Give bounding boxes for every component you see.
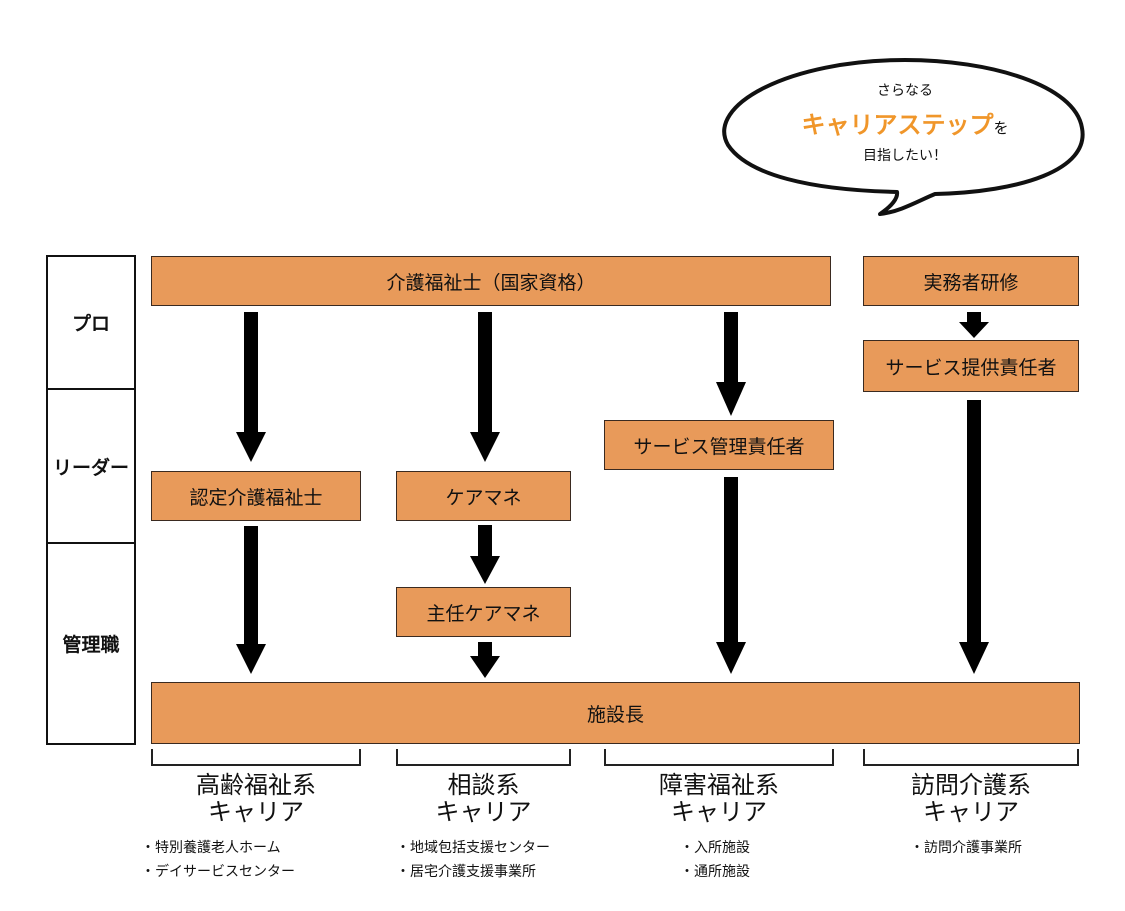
bracket-sodan: [396, 749, 571, 766]
facility-item: ・デイサービスセンター: [141, 864, 295, 880]
speech-bubble: [722, 58, 1085, 216]
career-suffix: キャリア: [923, 798, 1019, 826]
career-shogaifukushi: 障害福祉系 キャリア: [604, 772, 834, 826]
career-koreifukushi: 高齢福祉系 キャリア: [151, 772, 361, 826]
career-name: 高齢福祉系: [196, 771, 316, 799]
facility-item: ・通所施設: [680, 864, 750, 880]
arrow-jitsumusha-to-serviceteikyo: [959, 312, 989, 338]
career-houmonkaigo: 訪問介護系 キャリア: [863, 772, 1079, 826]
facility-item: ・居宅介護支援事業所: [396, 864, 536, 880]
career-suffix: キャリア: [435, 798, 532, 826]
level-label-leader: リーダー: [52, 456, 129, 479]
bubble-line2: キャリアステップを: [740, 105, 1070, 140]
box-service-teikyo: サービス提供責任者: [863, 340, 1079, 392]
arrow-kaigo-to-caremane: [470, 312, 500, 462]
box-shisetsucho: 施設長: [151, 682, 1080, 744]
career-sodan: 相談系 キャリア: [396, 772, 571, 826]
facilities-sodan: ・地域包括支援センター ・居宅介護支援事業所: [396, 836, 550, 884]
facilities-koreifukushi: ・特別養護老人ホーム ・デイサービスセンター: [141, 836, 295, 884]
box-kaigo-fukushishi: 介護福祉士（国家資格）: [151, 256, 831, 306]
arrow-kaigo-to-nintei: [236, 312, 266, 462]
bubble-highlight: キャリアステップ: [801, 111, 994, 139]
bracket-shogaifukushi: [604, 749, 834, 766]
facilities-houmonkaigo: ・訪問介護事業所: [910, 836, 1022, 860]
bubble-suffix: を: [993, 119, 1009, 137]
bubble-line3: 目指したい！: [863, 148, 947, 164]
career-suffix: キャリア: [671, 798, 767, 826]
facility-item: ・特別養護老人ホーム: [141, 840, 281, 856]
level-column: [46, 255, 136, 745]
arrow-caremane-to-shunin: [470, 525, 500, 584]
box-nintei-kaigo: 認定介護福祉士: [151, 471, 361, 521]
arrow-serviceteikyo-to-shisetsucho: [959, 400, 989, 674]
arrow-nintei-to-shisetsucho: [236, 526, 266, 674]
facility-item: ・地域包括支援センター: [396, 840, 550, 856]
box-service-kanri: サービス管理責任者: [604, 420, 834, 470]
arrow-shunin-to-shisetsucho: [470, 642, 500, 678]
level-label-manager: 管理職: [62, 634, 120, 656]
bracket-houmonkaigo: [863, 749, 1079, 766]
box-shunin-care-mane: 主任ケアマネ: [396, 587, 571, 637]
facilities-shogaifukushi: ・入所施設 ・通所施設: [680, 836, 750, 884]
facility-item: ・訪問介護事業所: [910, 840, 1022, 856]
career-name: 相談系: [447, 771, 520, 799]
bracket-koreifukushi: [151, 749, 361, 766]
box-jitsumusha-kenshu: 実務者研修: [863, 256, 1079, 306]
arrow-servicekanri-to-shisetsucho: [716, 477, 746, 674]
level-label-pro: プロ: [71, 313, 110, 335]
facility-item: ・入所施設: [680, 840, 750, 856]
arrow-kaigo-to-servicekanri: [716, 312, 746, 416]
box-care-mane: ケアマネ: [396, 471, 571, 521]
career-name: 訪問介護系: [911, 771, 1031, 799]
bubble-line1: さらなる: [877, 83, 933, 99]
career-name: 障害福祉系: [659, 771, 779, 799]
career-suffix: キャリア: [208, 798, 304, 826]
